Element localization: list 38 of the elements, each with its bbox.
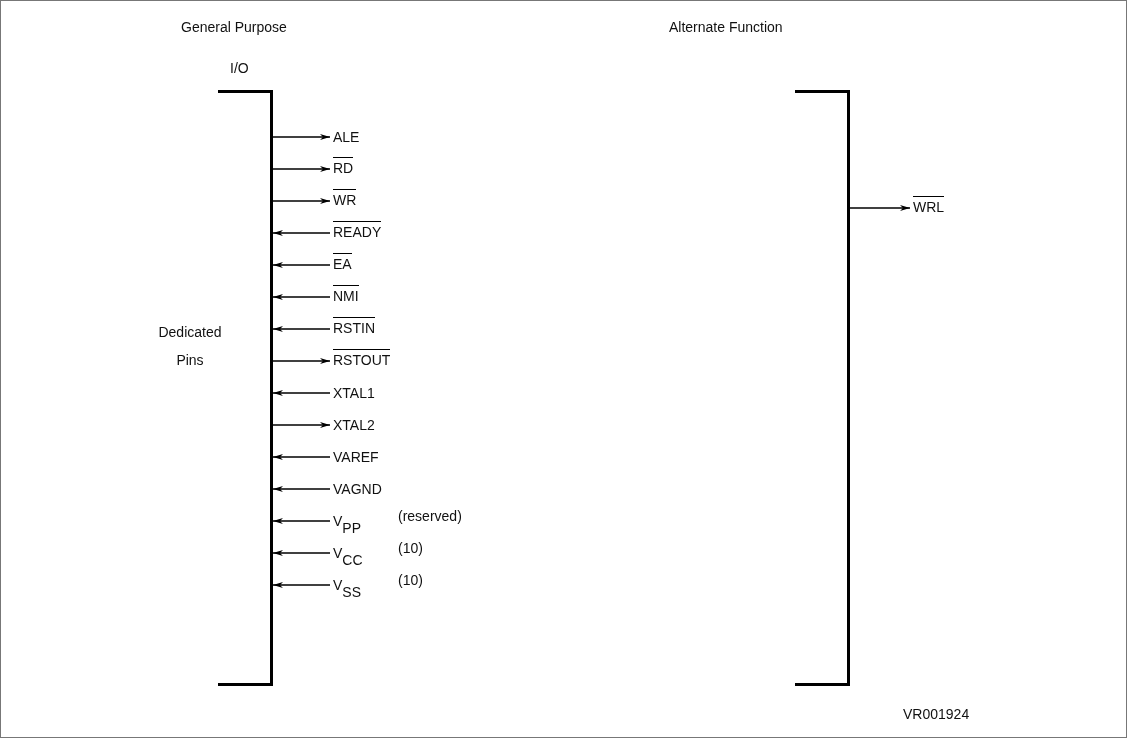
group-label: Dedicated Pins	[157, 323, 223, 370]
signal-arrow	[272, 262, 331, 268]
signal-name: RD	[333, 157, 354, 176]
signal-arrow	[272, 198, 331, 204]
signal-name: ALE	[333, 129, 360, 145]
signal-name: NMI	[333, 285, 359, 304]
signal-arrow	[272, 166, 331, 172]
signal-arrow	[272, 230, 331, 236]
signal-name: VAREF	[333, 449, 379, 465]
signal-name: XTAL2	[333, 417, 375, 433]
signal-name: WR	[333, 189, 357, 208]
signal-arrow	[272, 294, 331, 300]
pin-bracket	[795, 90, 850, 686]
signal-arrow	[849, 205, 911, 211]
signal-arrow	[272, 582, 331, 588]
signal-arrow	[272, 550, 331, 556]
signal-arrow	[272, 326, 331, 332]
signal-name: XTAL1	[333, 385, 375, 401]
heading-label: Alternate Function	[669, 19, 783, 35]
signal-name: READY	[333, 221, 382, 240]
signal-arrow	[272, 518, 331, 524]
figure-id: VR001924	[903, 706, 970, 722]
signal-arrow	[272, 454, 331, 460]
signal-arrow	[272, 358, 331, 364]
signal-name: WRL	[913, 196, 945, 215]
pin-note: (reserved)	[398, 508, 462, 524]
signal-arrow	[272, 134, 331, 140]
signal-name: RSTOUT	[333, 349, 391, 368]
heading-label: General Purpose	[181, 19, 287, 35]
signal-arrow	[272, 422, 331, 428]
heading-label: I/O	[230, 60, 249, 76]
signal-name: EA	[333, 253, 352, 272]
pin-note: (10)	[398, 540, 423, 556]
signal-name: RSTIN	[333, 317, 375, 336]
pin-note: (10)	[398, 572, 423, 588]
signal-arrow	[272, 486, 331, 492]
signal-arrow	[272, 390, 331, 396]
signal-name: VAGND	[333, 481, 382, 497]
